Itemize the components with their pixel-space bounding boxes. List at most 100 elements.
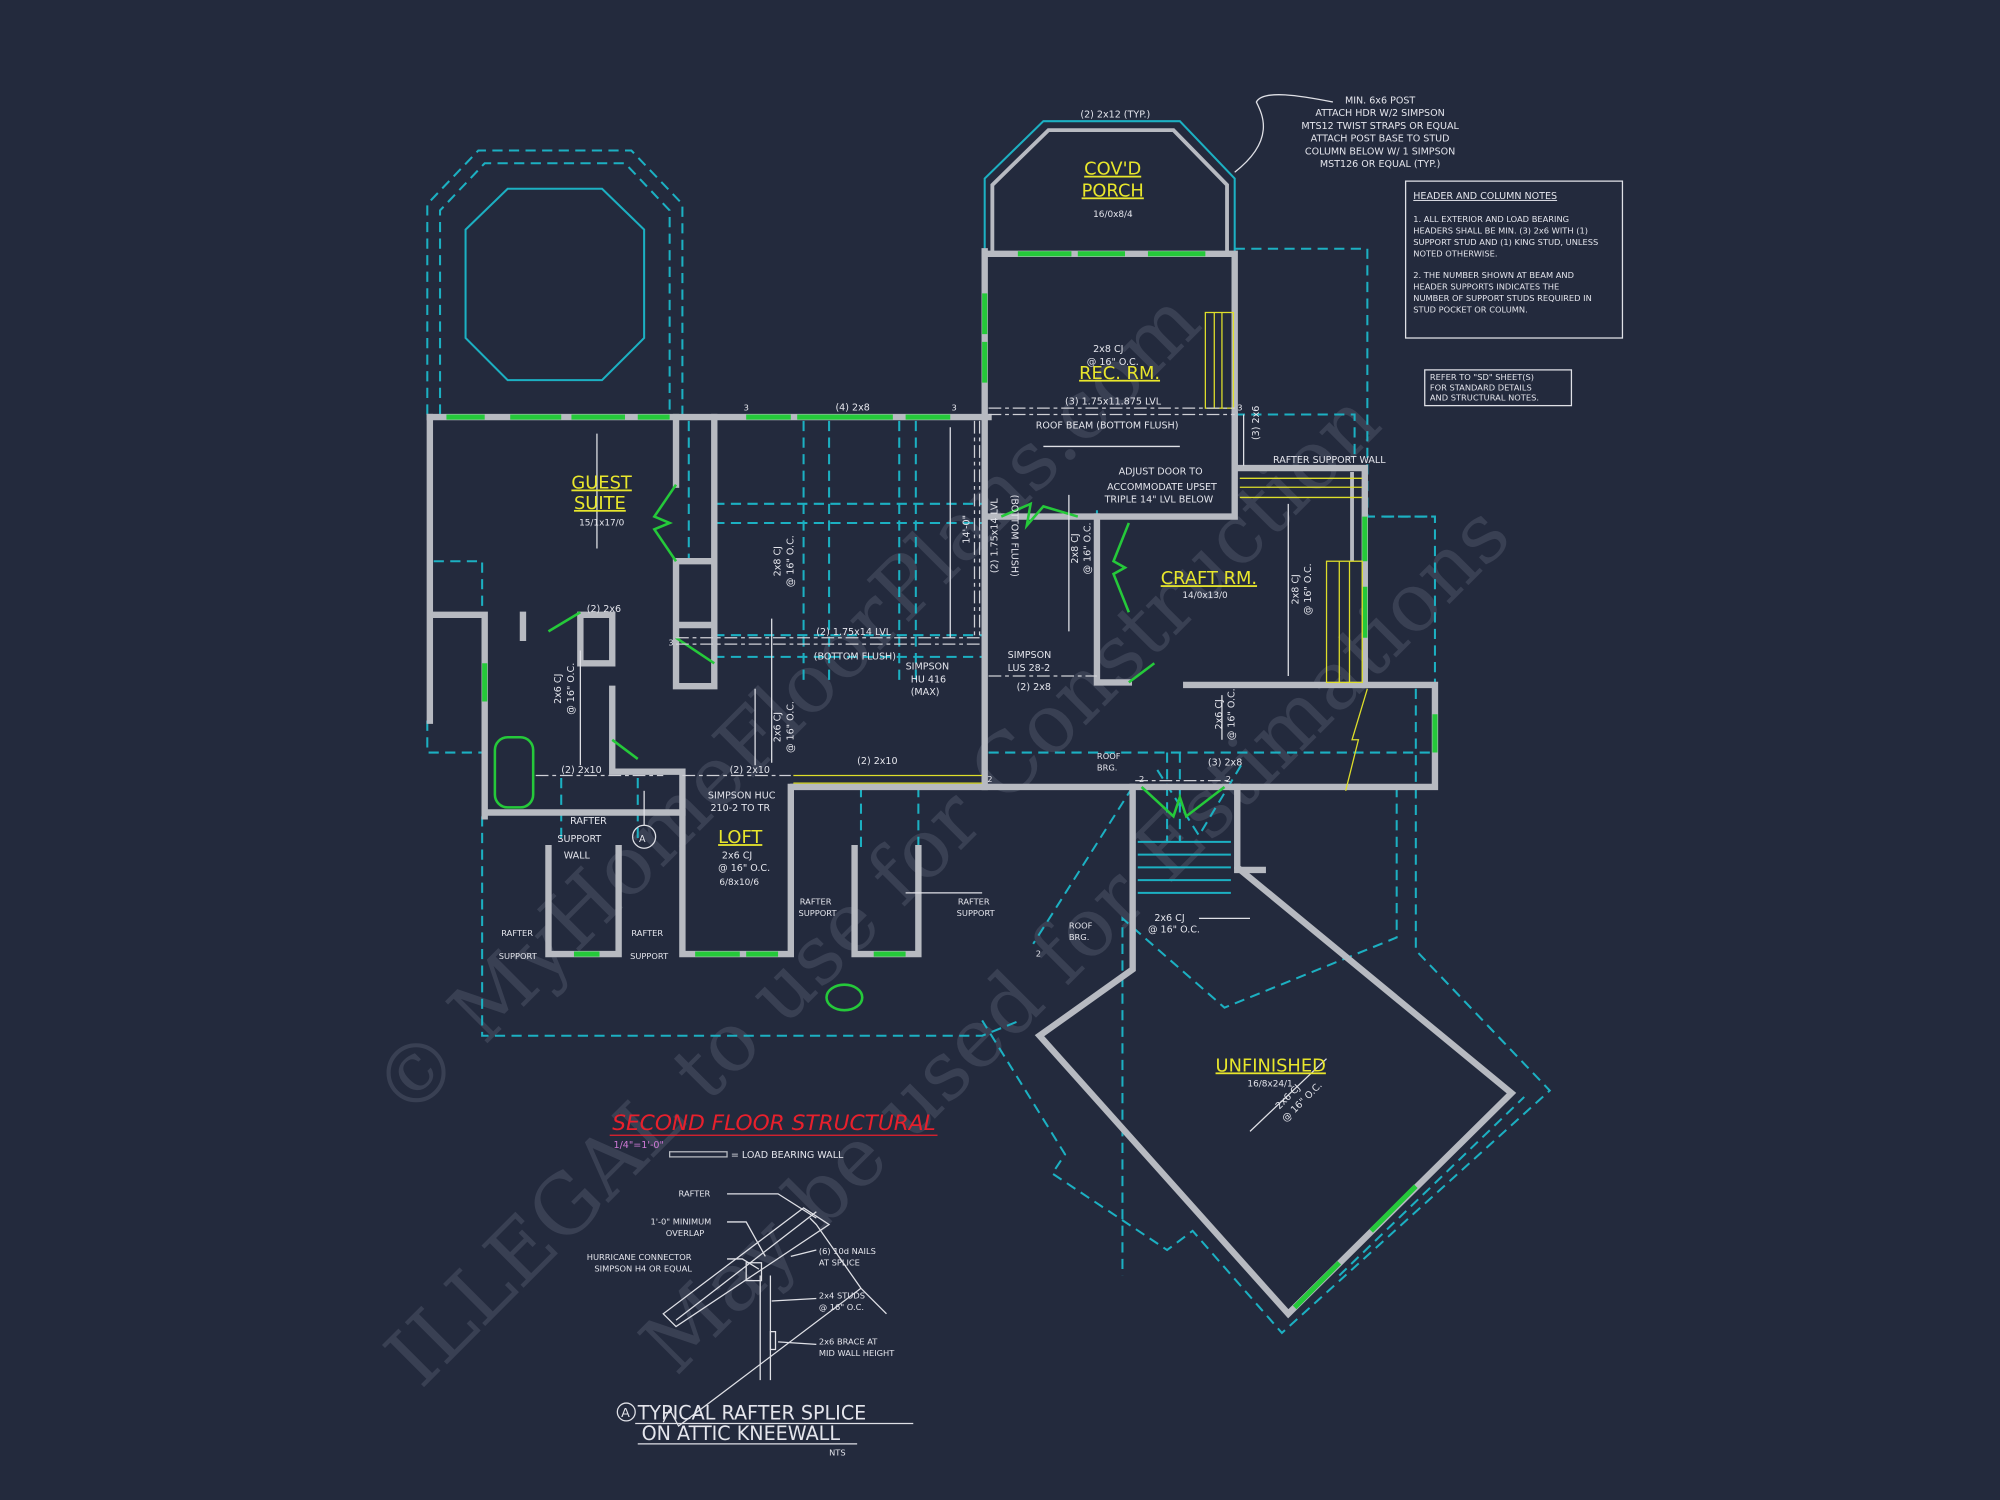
post-note-line: MST126 OR EQUAL (TYP.) bbox=[1320, 159, 1440, 170]
rafter-support-3a: RAFTER bbox=[631, 928, 663, 938]
rafter-support-2a: RAFTER bbox=[800, 896, 832, 906]
rafter-support-wall-label: RAFTER SUPPORT WALL bbox=[1273, 455, 1386, 466]
post-note-line: MTS12 TWIST STRAPS OR EQUAL bbox=[1301, 121, 1459, 132]
cj-2x8-a: 2x8 CJ bbox=[773, 546, 784, 576]
post-note-line: ATTACH HDR W/2 SIMPSON bbox=[1315, 108, 1444, 119]
cj-2x6-bath: 2x6 CJ bbox=[553, 674, 564, 704]
stud-count: 3 bbox=[744, 403, 749, 413]
simpson-lus-1: SIMPSON bbox=[1008, 650, 1052, 661]
post-note-line: MIN. 6x6 POST bbox=[1345, 95, 1415, 106]
two-2x8-label: (2) 2x8 bbox=[1017, 682, 1051, 693]
bottom-flush-h-label: (BOTTOM FLUSH) bbox=[814, 651, 896, 662]
stud-count: 2 bbox=[1226, 774, 1231, 784]
simpson-huc-2: 210-2 TO TR bbox=[710, 803, 770, 814]
two-2x6-label: (2) 2x6 bbox=[587, 604, 621, 615]
porch-structure bbox=[983, 120, 1236, 252]
cj-16-hall-east: @ 16" O.C. bbox=[1227, 688, 1238, 740]
lvl-horizontal-label: (2) 1.75x14 LVL bbox=[816, 627, 891, 638]
two-2x10-c: (2) 2x10 bbox=[857, 756, 897, 767]
stairs bbox=[1137, 840, 1231, 894]
adjust-door-2: ACCOMMODATE UPSET bbox=[1107, 482, 1217, 493]
header-notes-line: HEADER SUPPORTS INDICATES THE bbox=[1413, 282, 1559, 292]
header-notes-line: NOTED OTHERWISE. bbox=[1413, 248, 1497, 258]
callout-brace-1: 2x6 BRACE AT bbox=[819, 1336, 878, 1346]
callout-studs-1: 2x4 STUDS bbox=[819, 1290, 865, 1300]
cj-2x8-b: 2x8 CJ bbox=[1070, 533, 1081, 563]
loft-cj-2: @ 16" O.C. bbox=[718, 863, 770, 874]
cj-16-bath: @ 16" O.C. bbox=[566, 663, 577, 715]
drawing-title: SECOND FLOOR STRUCTURAL bbox=[612, 1111, 935, 1136]
callout-overlap-1: 1'-0" MINIMUM bbox=[651, 1216, 712, 1226]
roof-brg-2b: BRG. bbox=[1069, 932, 1090, 942]
unfinished-size: 16/8x24/1 bbox=[1247, 1080, 1292, 1090]
rafter-support-1b: SUPPORT bbox=[499, 951, 538, 961]
stud-count: 2 bbox=[1036, 949, 1041, 959]
header-notes-line: SUPPORT STUD AND (1) KING STUD, UNLESS bbox=[1413, 237, 1598, 247]
porch-label-1: COV'D bbox=[1084, 159, 1141, 180]
rafter-support-wall-lower-2: SUPPORT bbox=[557, 834, 601, 845]
refer-note-line: FOR STANDARD DETAILS bbox=[1430, 382, 1532, 392]
porch-size: 16/0x8/4 bbox=[1093, 210, 1133, 220]
callout-hurricane-1: HURRICANE CONNECTOR bbox=[587, 1252, 692, 1262]
detail-marker-letter: A bbox=[639, 834, 646, 845]
stud-count: 2 bbox=[987, 774, 992, 784]
adjust-door-1: ADJUST DOOR TO bbox=[1119, 466, 1203, 477]
simpson-hu-2: HU 416 bbox=[911, 674, 946, 685]
callout-studs-2: @ 16" O.C. bbox=[819, 1302, 864, 1312]
ceiling-joist-arrows bbox=[579, 427, 1327, 1132]
rec-rm-label: REC. RM. bbox=[1079, 363, 1160, 384]
cj-2x6-hall: 2x6 CJ bbox=[773, 712, 784, 742]
stud-count: 3 bbox=[668, 637, 673, 647]
stud-count: 3 bbox=[1237, 403, 1242, 413]
load-bearing-wall-swatch bbox=[669, 1151, 728, 1158]
callout-brace-2: MID WALL HEIGHT bbox=[819, 1348, 895, 1358]
structural-labels: (2) 2x12 (TYP.) (4) 2x8 2x8 CJ @ 16" O.C… bbox=[499, 109, 1387, 1124]
refer-note: REFER TO "SD" SHEET(S) FOR STANDARD DETA… bbox=[1424, 369, 1573, 407]
built-in-cabinets bbox=[793, 311, 1368, 791]
three-2x6-label: (3) 2x6 bbox=[1251, 406, 1262, 440]
loft-size: 6/8x10/6 bbox=[719, 878, 759, 888]
two-2x10-b: (2) 2x10 bbox=[730, 765, 770, 776]
stud-count: 2 bbox=[1139, 774, 1144, 784]
loft-label: LOFT bbox=[718, 827, 762, 848]
guest-suite-label-2: SUITE bbox=[574, 493, 626, 514]
rec-cj-1: 2x8 CJ bbox=[1093, 344, 1123, 355]
refer-note-line: REFER TO "SD" SHEET(S) bbox=[1430, 372, 1534, 382]
detail-title-line-1: TYPICAL RAFTER SPLICE bbox=[637, 1402, 867, 1425]
craft-rm-label: CRAFT RM. bbox=[1161, 568, 1257, 589]
cj-2x6-hall-east: 2x6 CJ bbox=[1214, 699, 1225, 729]
roof-beam-label: ROOF BEAM (BOTTOM FLUSH) bbox=[1036, 421, 1179, 432]
cj-16-a: @ 16" O.C. bbox=[785, 535, 796, 587]
two-2x10-a: (2) 2x10 bbox=[561, 765, 601, 776]
callout-nails-1: (6) 10d NAILS bbox=[819, 1246, 876, 1256]
cj-16-b: @ 16" O.C. bbox=[1083, 522, 1094, 574]
roof-brg-1b: BRG. bbox=[1097, 762, 1118, 772]
drawing-scale: 1/4"=1'-0" bbox=[614, 1140, 664, 1151]
dim-14ft: 14'-0" bbox=[961, 515, 972, 544]
rafter-support-wall-lower-1: RAFTER bbox=[570, 816, 607, 827]
guest-suite-label-1: GUEST bbox=[571, 473, 631, 494]
header-notes-line: STUD POCKET OR COLUMN. bbox=[1413, 305, 1527, 315]
rafter-support-wall-lower-3: WALL bbox=[564, 850, 591, 861]
cj-16-c: @ 16" O.C. bbox=[1303, 563, 1314, 615]
callout-hurricane-2: SIMPSON H4 OR EQUAL bbox=[594, 1264, 692, 1274]
detail-title-marker bbox=[616, 1402, 636, 1422]
header-column-notes: HEADER AND COLUMN NOTES 1. ALL EXTERIOR … bbox=[1404, 180, 1624, 339]
header-notes-title: HEADER AND COLUMN NOTES bbox=[1413, 191, 1557, 202]
simpson-huc-1: SIMPSON HUC bbox=[708, 790, 776, 801]
rafter-support-2b: SUPPORT bbox=[798, 908, 837, 918]
rec-cj-2: @ 16" O.C. bbox=[1087, 357, 1139, 368]
header-notes-line: HEADERS SHALL BE MIN. (3) 2x6 WITH (1) bbox=[1413, 225, 1588, 235]
simpson-hu-3: (MAX) bbox=[911, 687, 940, 698]
detail-title-marker-letter: A bbox=[621, 1406, 630, 1421]
post-note-line: COLUMN BELOW W/ 1 SIMPSON bbox=[1305, 146, 1455, 157]
lvl-triple-label: (3) 1.75x11.875 LVL bbox=[1065, 396, 1162, 407]
craft-rm-size: 14/0x13/0 bbox=[1182, 591, 1228, 601]
rafter-support-1a: RAFTER bbox=[501, 928, 533, 938]
porch-label-2: PORCH bbox=[1082, 180, 1144, 201]
detail-nts: NTS bbox=[829, 1447, 846, 1457]
rafter-support-3b: SUPPORT bbox=[630, 951, 669, 961]
cj-16-stair: @ 16" O.C. bbox=[1148, 924, 1200, 935]
